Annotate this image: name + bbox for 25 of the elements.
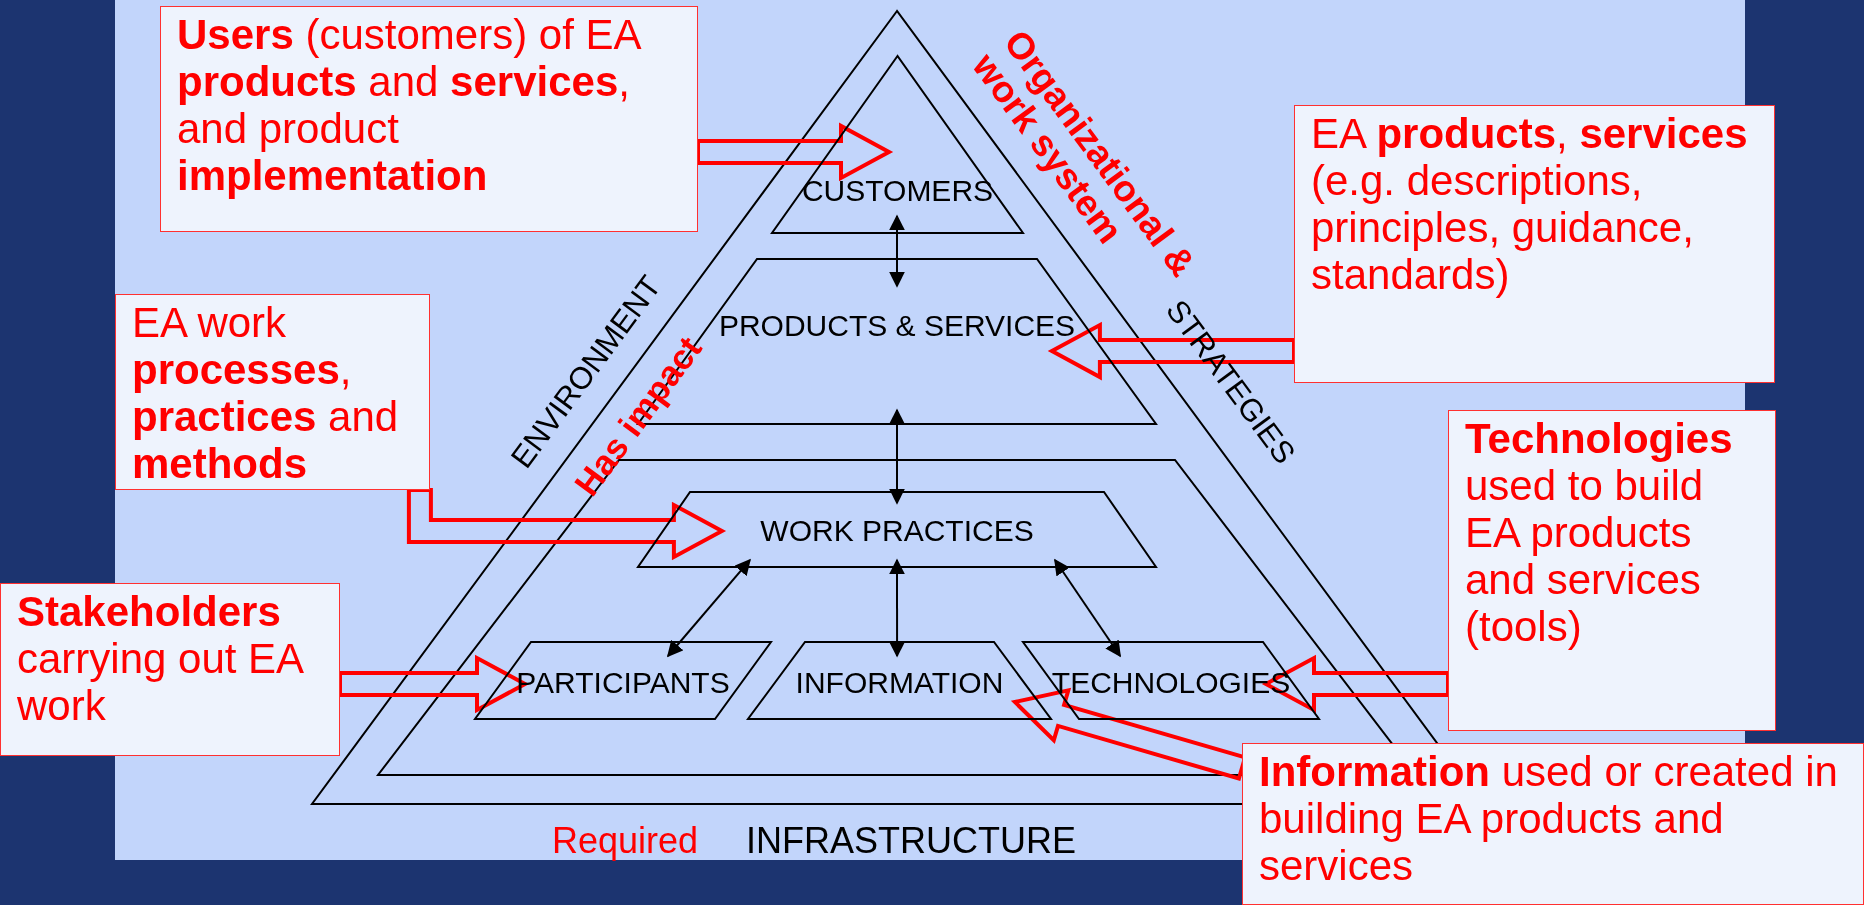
- layer-label: CUSTOMERS: [800, 174, 995, 208]
- callout-box: Technologies used to build EA products and services (tools): [1448, 410, 1776, 731]
- arrow: [889, 558, 906, 658]
- arrow: [666, 558, 751, 658]
- arrow: [1054, 558, 1122, 658]
- block-arrow: [696, 122, 894, 182]
- arrow: [889, 214, 905, 288]
- block-arrow: [406, 488, 727, 561]
- callout-box: EA products, services (e.g. descriptions, principles, guidance, standards): [1294, 105, 1775, 383]
- layer-label: INFORMATION: [794, 666, 1005, 700]
- block-arrow: [1047, 321, 1296, 381]
- callout-box: Users (customers) of EA products and services, and product implementation: [160, 6, 698, 232]
- component-parallelogram: [475, 642, 771, 719]
- callout-box: EA work processes, practices and methods: [115, 294, 430, 490]
- block-arrow: [1261, 654, 1450, 714]
- side-label: Required: [552, 822, 699, 860]
- callout-box: Stakeholders carrying out EA work: [0, 583, 340, 756]
- component-trapezoid: [748, 642, 1051, 719]
- arrow: [889, 408, 905, 505]
- layer-label: PARTICIPANTS: [515, 666, 731, 700]
- side-label: INFRASTRUCTURE: [746, 822, 1076, 860]
- layer-label: WORK PRACTICES: [759, 514, 1035, 548]
- layer-label: PRODUCTS & SERVICES: [717, 309, 1077, 343]
- callout-box: Information used or created in building EA products and services: [1242, 743, 1864, 905]
- layer-trapezoid: [638, 492, 1156, 567]
